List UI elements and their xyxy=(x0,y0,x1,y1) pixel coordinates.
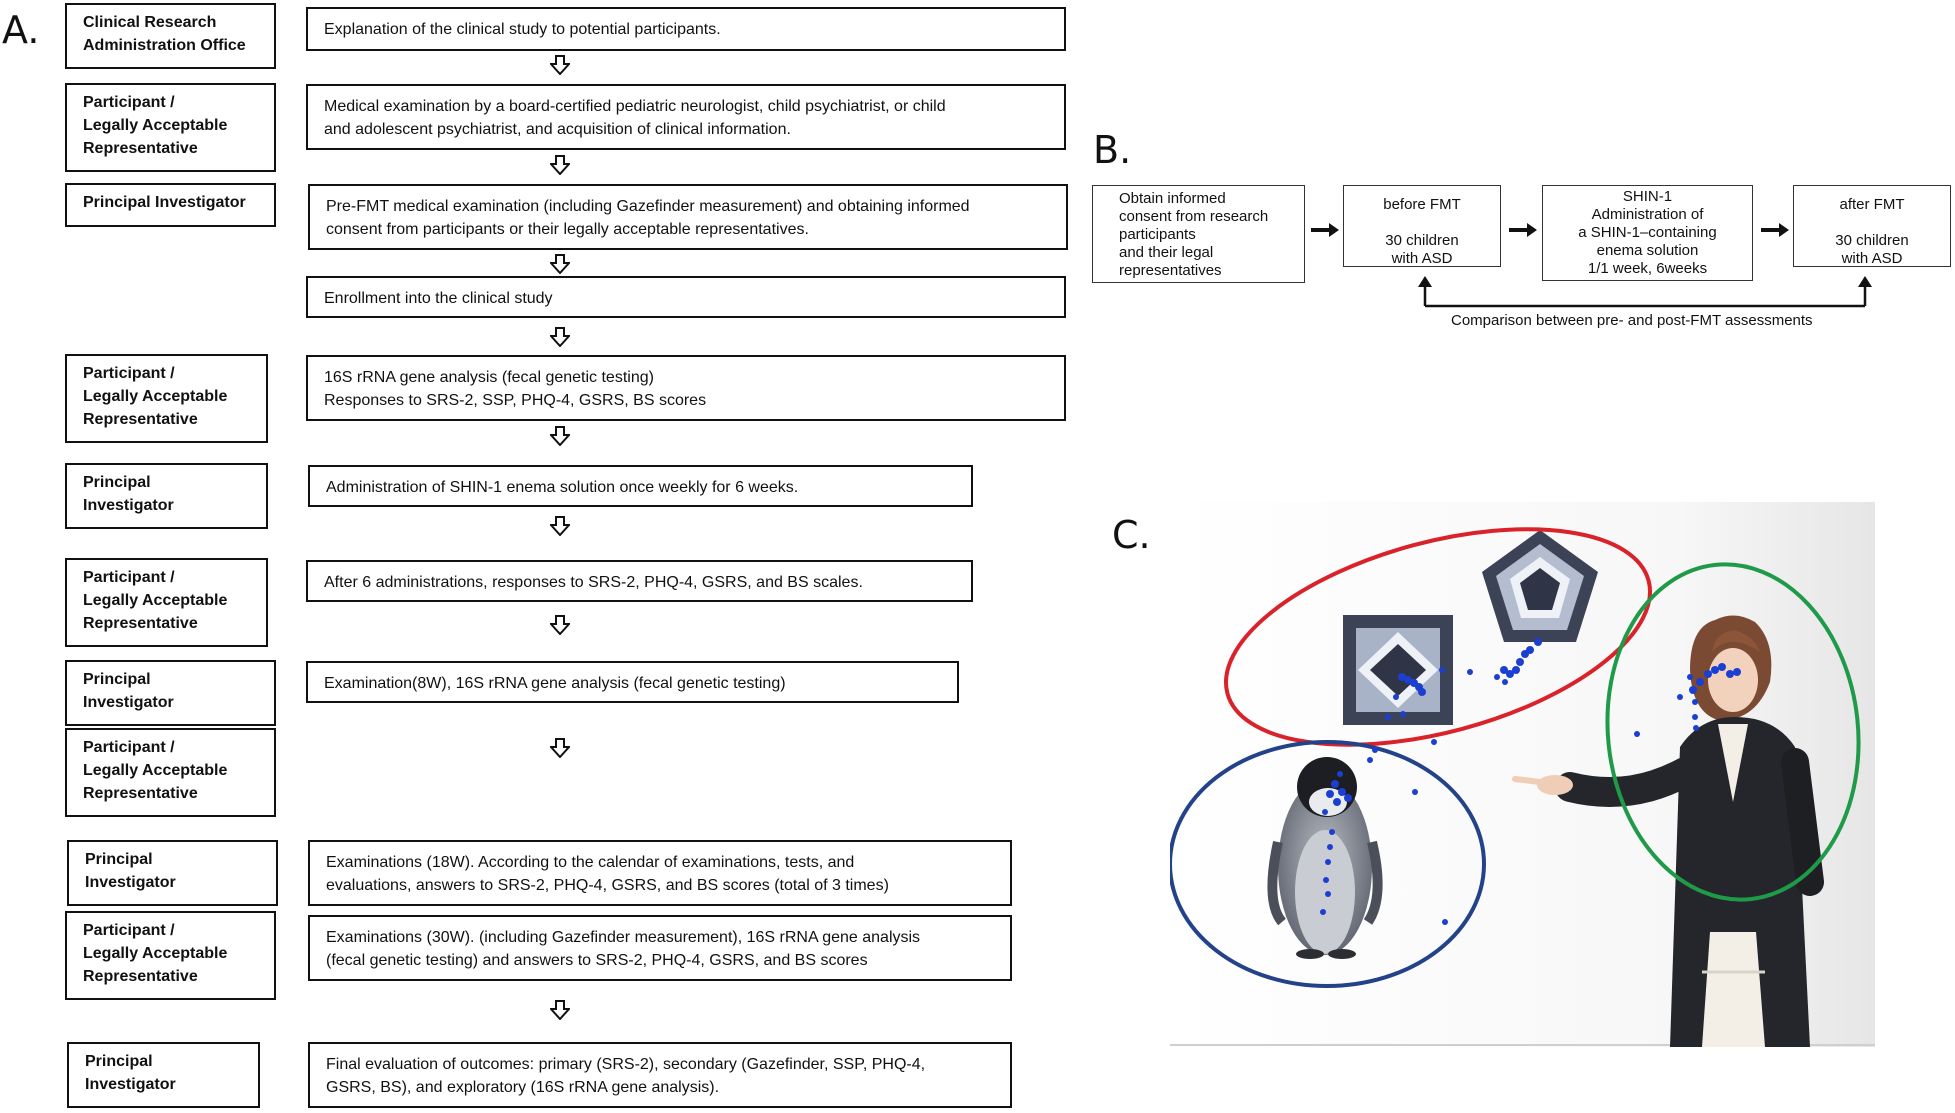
step-box-5: 16S rRNA gene analysis (fecal genetic te… xyxy=(306,355,1066,421)
step-box-3: Pre-FMT medical examination (including G… xyxy=(308,184,1068,250)
panel-letter-c: C. xyxy=(1112,513,1151,557)
blue-region-ellipse xyxy=(1170,740,1486,988)
down-arrow-icon xyxy=(550,155,570,175)
step-box-4: Enrollment into the clinical study xyxy=(306,276,1066,318)
right-arrow-icon xyxy=(1311,223,1339,237)
penguin-stimulus-icon xyxy=(1267,757,1383,959)
step-box-10: Examinations (30W). (including Gazefinde… xyxy=(308,915,1012,981)
role-box-9: Principal Investigator xyxy=(67,840,278,906)
woman-stimulus-icon xyxy=(1512,615,1824,1047)
role-box-7: Principal Investigator xyxy=(65,660,276,726)
pentagon-stimulus-icon xyxy=(1482,530,1598,642)
step-box-11: Final evaluation of outcomes: primary (S… xyxy=(308,1042,1012,1108)
comparison-label: Comparison between pre- and post-FMT ass… xyxy=(1451,312,1813,329)
diamond-stimulus-icon xyxy=(1343,615,1453,725)
down-arrow-icon xyxy=(550,426,570,446)
before-fmt-box: before FMT 30 children with ASD xyxy=(1343,185,1501,267)
gazefinder-stimulus-image xyxy=(1170,502,1875,1047)
shin1-box: SHIN-1 Administration of a SHIN-1–contai… xyxy=(1542,185,1753,281)
down-arrow-icon xyxy=(550,516,570,536)
role-box-10: Participant / Legally Acceptable Represe… xyxy=(65,911,276,1000)
right-arrow-icon xyxy=(1509,223,1537,237)
role-box-5: Principal Investigator xyxy=(65,463,268,529)
step-box-6: Administration of SHIN-1 enema solution … xyxy=(308,465,973,507)
role-box-2: Participant / Legally Acceptable Represe… xyxy=(65,83,276,172)
step-box-8: Examination(8W), 16S rRNA gene analysis … xyxy=(306,661,959,703)
down-arrow-icon xyxy=(550,738,570,758)
green-region-ellipse xyxy=(1605,562,1861,902)
after-fmt-box: after FMT 30 children with ASD xyxy=(1793,185,1951,267)
panel-letter-b: B. xyxy=(1093,128,1132,172)
panel-letter-a: A. xyxy=(2,8,40,52)
down-arrow-icon xyxy=(550,615,570,635)
down-arrow-icon xyxy=(550,1000,570,1020)
gaze-points xyxy=(1320,638,1741,925)
role-box-3: Principal Investigator xyxy=(65,183,276,227)
step-box-1: Explanation of the clinical study to pot… xyxy=(306,7,1066,51)
role-box-6: Participant / Legally Acceptable Represe… xyxy=(65,558,268,647)
right-arrow-icon xyxy=(1761,223,1789,237)
step-box-2: Medical examination by a board-certified… xyxy=(306,84,1066,150)
down-arrow-icon xyxy=(550,254,570,274)
red-region-ellipse xyxy=(1223,527,1653,747)
step-box-9: Examinations (18W). According to the cal… xyxy=(308,840,1012,906)
role-box-4: Participant / Legally Acceptable Represe… xyxy=(65,354,268,443)
down-arrow-icon xyxy=(550,55,570,75)
down-arrow-icon xyxy=(550,327,570,347)
consent-box: Obtain informed consent from research pa… xyxy=(1092,185,1305,283)
step-box-7: After 6 administrations, responses to SR… xyxy=(306,560,973,602)
comparison-bracket xyxy=(1418,276,1872,308)
role-box-8: Participant / Legally Acceptable Represe… xyxy=(65,728,276,817)
role-box-11: Principal Investigator xyxy=(67,1042,260,1108)
role-box-1: Clinical Research Administration Office xyxy=(65,3,276,69)
